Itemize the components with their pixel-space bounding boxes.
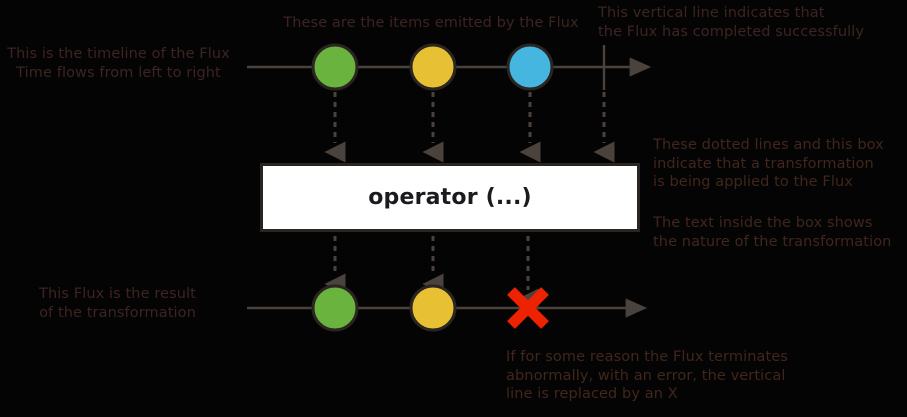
annotation-error: If for some reason the Flux terminates a… xyxy=(506,349,788,402)
source-flux-timeline xyxy=(247,43,652,91)
result-flux-timeline xyxy=(247,284,648,332)
marble-blue-source[interactable] xyxy=(506,43,554,91)
marble-yellow-result[interactable] xyxy=(409,284,457,332)
annotation-items: These are the items emitted by the Flux xyxy=(283,15,579,31)
annotation-timeline: This is the timeline of the Flux Time fl… xyxy=(7,46,230,81)
transform-arrows-in xyxy=(324,92,615,163)
marble-green-source[interactable] xyxy=(311,43,359,91)
annotation-dotted-lines: These dotted lines and this box indicate… xyxy=(653,137,884,190)
error-x-marker[interactable] xyxy=(507,287,549,329)
annotation-result: This Flux is the result of the transform… xyxy=(39,286,196,321)
operator-label: operator (...) xyxy=(368,185,532,210)
transform-arrows-out xyxy=(324,236,539,310)
annotation-box-text: The text inside the box shows the nature… xyxy=(653,215,892,250)
marble-yellow-source[interactable] xyxy=(409,43,457,91)
annotation-completion: This vertical line indicates that the Fl… xyxy=(598,5,865,40)
operator-box[interactable]: operator (...) xyxy=(260,163,640,232)
marble-green-result[interactable] xyxy=(311,284,359,332)
